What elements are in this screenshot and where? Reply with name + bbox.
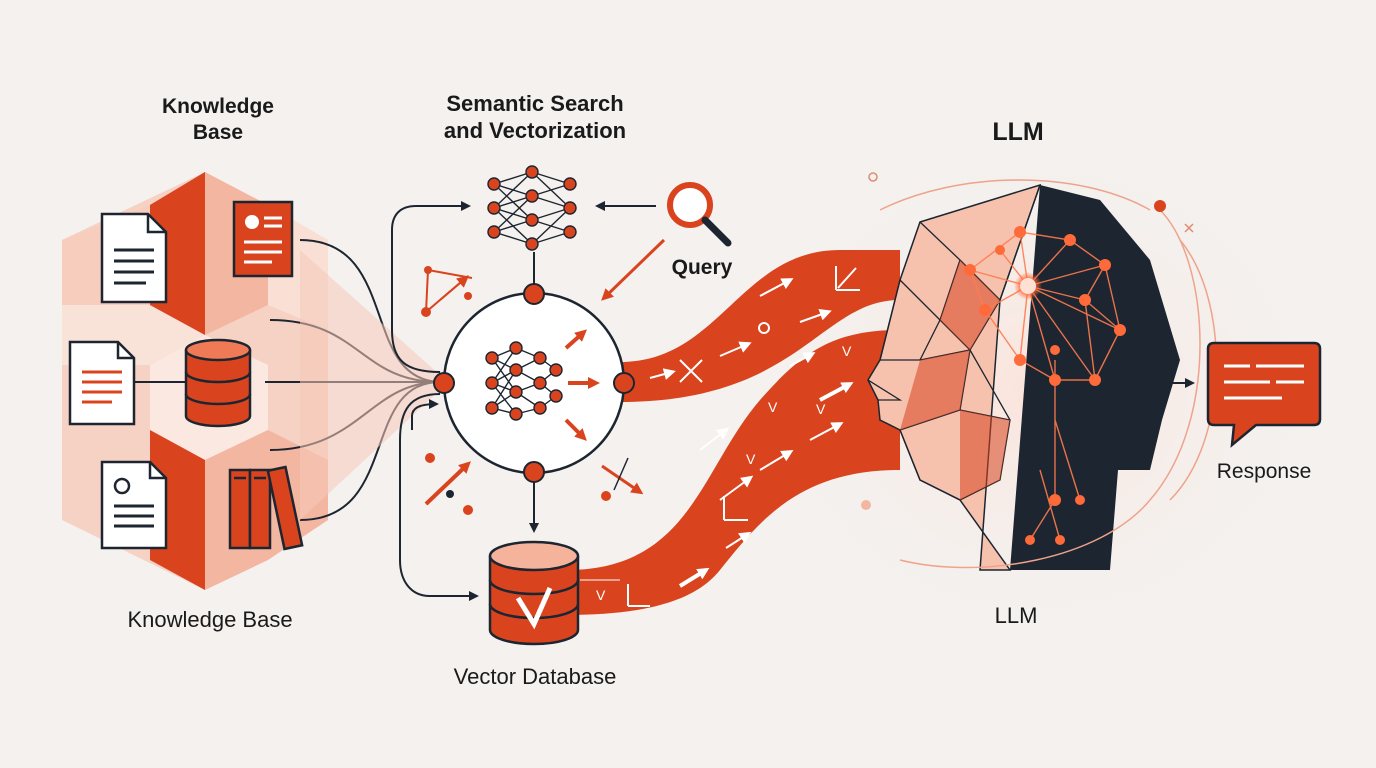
- response-label: Response: [1216, 460, 1312, 483]
- band-decorations: [627, 266, 860, 607]
- semantic-search-title: Semantic Search and Vectorization: [420, 90, 650, 144]
- books-icon: [228, 465, 304, 551]
- hub-connectors: [391, 201, 656, 601]
- vector-database-label: Vector Database: [453, 664, 617, 689]
- svg-text:V: V: [768, 399, 778, 415]
- knowledge-base-label: Knowledge Base: [127, 607, 293, 632]
- magnifier-icon: [667, 182, 732, 247]
- document-icon-middle: [68, 340, 136, 426]
- band-v-glyphs: V V V V V: [596, 343, 852, 603]
- llm-label: LLM: [994, 603, 1038, 628]
- semantic-search-title-line2: and Vectorization: [443, 118, 627, 143]
- hub-arrows: [564, 329, 600, 441]
- query-label: Query: [671, 256, 733, 279]
- neural-network-icon-center: [485, 341, 563, 421]
- svg-text:V: V: [596, 587, 606, 603]
- knowledge-base-title: Knowledge Base: [140, 94, 296, 146]
- semantic-search-title-line1: Semantic Search: [446, 91, 624, 116]
- knowledge-base-title-line1: Knowledge: [161, 95, 274, 118]
- document-icon: [100, 212, 168, 304]
- hub-side-decorations: [421, 266, 644, 515]
- head-neural-network: [964, 226, 1126, 545]
- svg-text:V: V: [746, 451, 756, 467]
- kb-flow-fan: [300, 250, 440, 520]
- report-icon: [232, 200, 294, 278]
- llm-title: LLM: [992, 118, 1044, 146]
- vector-database-icon: [488, 540, 580, 646]
- document-icon-bottom: [100, 460, 168, 550]
- svg-text:V: V: [842, 343, 852, 359]
- chat-bubble-icon: [1206, 341, 1322, 448]
- floating-dots: [861, 172, 1194, 510]
- query-arrow: [601, 238, 666, 301]
- knowledge-base-title-line2: Base: [192, 121, 244, 144]
- neural-network-icon-top: [487, 165, 577, 251]
- head-icon: [867, 183, 1180, 571]
- database-icon: [184, 338, 252, 428]
- svg-text:V: V: [816, 401, 826, 417]
